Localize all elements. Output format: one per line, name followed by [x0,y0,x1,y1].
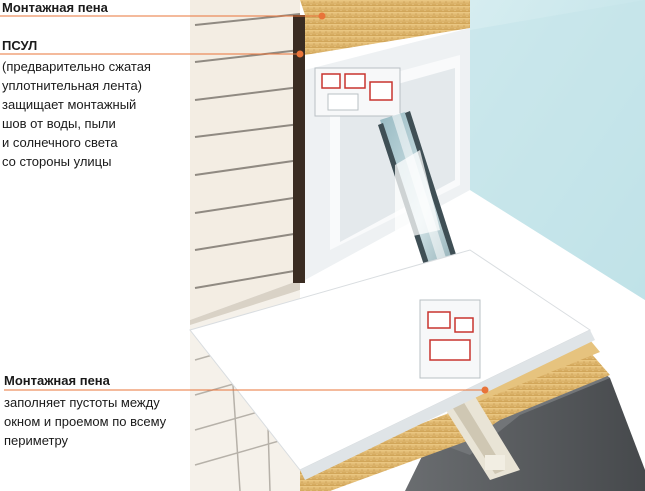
brick-wall [190,0,301,330]
interior-wall [445,0,645,300]
label-psul-title: ПСУЛ [2,38,38,53]
leader-dots [296,12,489,394]
frame-profile-bottom [419,299,481,379]
label-psul-description: (предварительно сжатая уплотнительная ле… [2,59,151,169]
leader-dot-foam-top [318,12,326,20]
frame-profile-top [314,67,401,117]
foam-top [300,0,470,55]
label-foam-bottom: Монтажная пена [4,373,110,388]
leader-dot-psul [296,50,304,58]
psul-tape [293,15,305,283]
window-sill [189,249,595,480]
leader-lines [0,15,485,391]
label-foam-bottom-description: заполняет пустоты между окном и проемом … [4,395,167,448]
label-foam-top: Монтажная пена [2,0,108,15]
leader-dot-foam-bottom [481,386,489,394]
